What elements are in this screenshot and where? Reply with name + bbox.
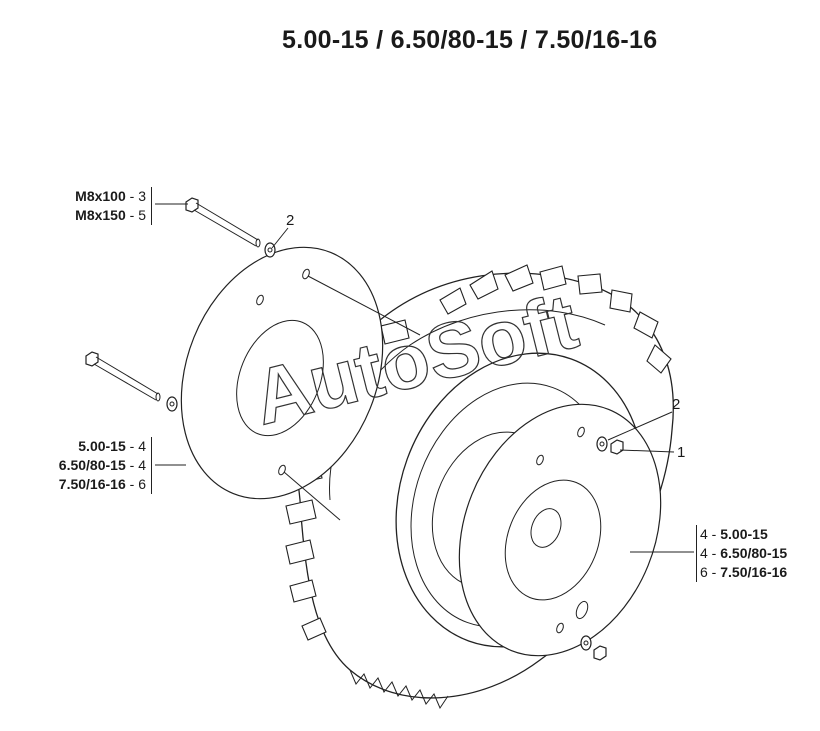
left-wheel-disc (180, 246, 421, 521)
part-number-washer-right: 2 (672, 396, 681, 413)
left-disc-callout: 5.00-15 - 4 6.50/80-15 - 4 7.50/16-16 - … (20, 437, 152, 494)
right-disc-callout-row: 4 - 6.50/80-15 (700, 545, 788, 561)
diagram-title: 5.00-15 / 6.50/80-15 / 7.50/16-16 (282, 26, 658, 54)
right-wheel-disc (458, 403, 662, 657)
part-number-washer-left: 2 (286, 212, 295, 229)
left-disc-callout-row: 7.50/16-16 - 6 (58, 476, 146, 492)
right-disc-callout: 4 - 5.00-15 4 - 6.50/80-15 6 - 7.50/16-1… (696, 525, 787, 582)
bolt-callout: M8x100 - 3 M8x150 - 5 (48, 187, 152, 225)
left-bolts (85, 197, 289, 466)
part-number-nut-right: 1 (677, 444, 686, 461)
right-disc-callout-row: 4 - 5.00-15 (700, 526, 768, 542)
left-disc-callout-row: 5.00-15 - 4 (78, 438, 146, 454)
bolt-callout-row: M8x150 - 5 (75, 207, 146, 223)
left-disc-callout-row: 6.50/80-15 - 4 (58, 457, 146, 473)
right-disc-callout-row: 6 - 7.50/16-16 (700, 564, 788, 580)
bolt-callout-row: M8x100 - 3 (75, 188, 146, 204)
right-fasteners (580, 411, 694, 661)
